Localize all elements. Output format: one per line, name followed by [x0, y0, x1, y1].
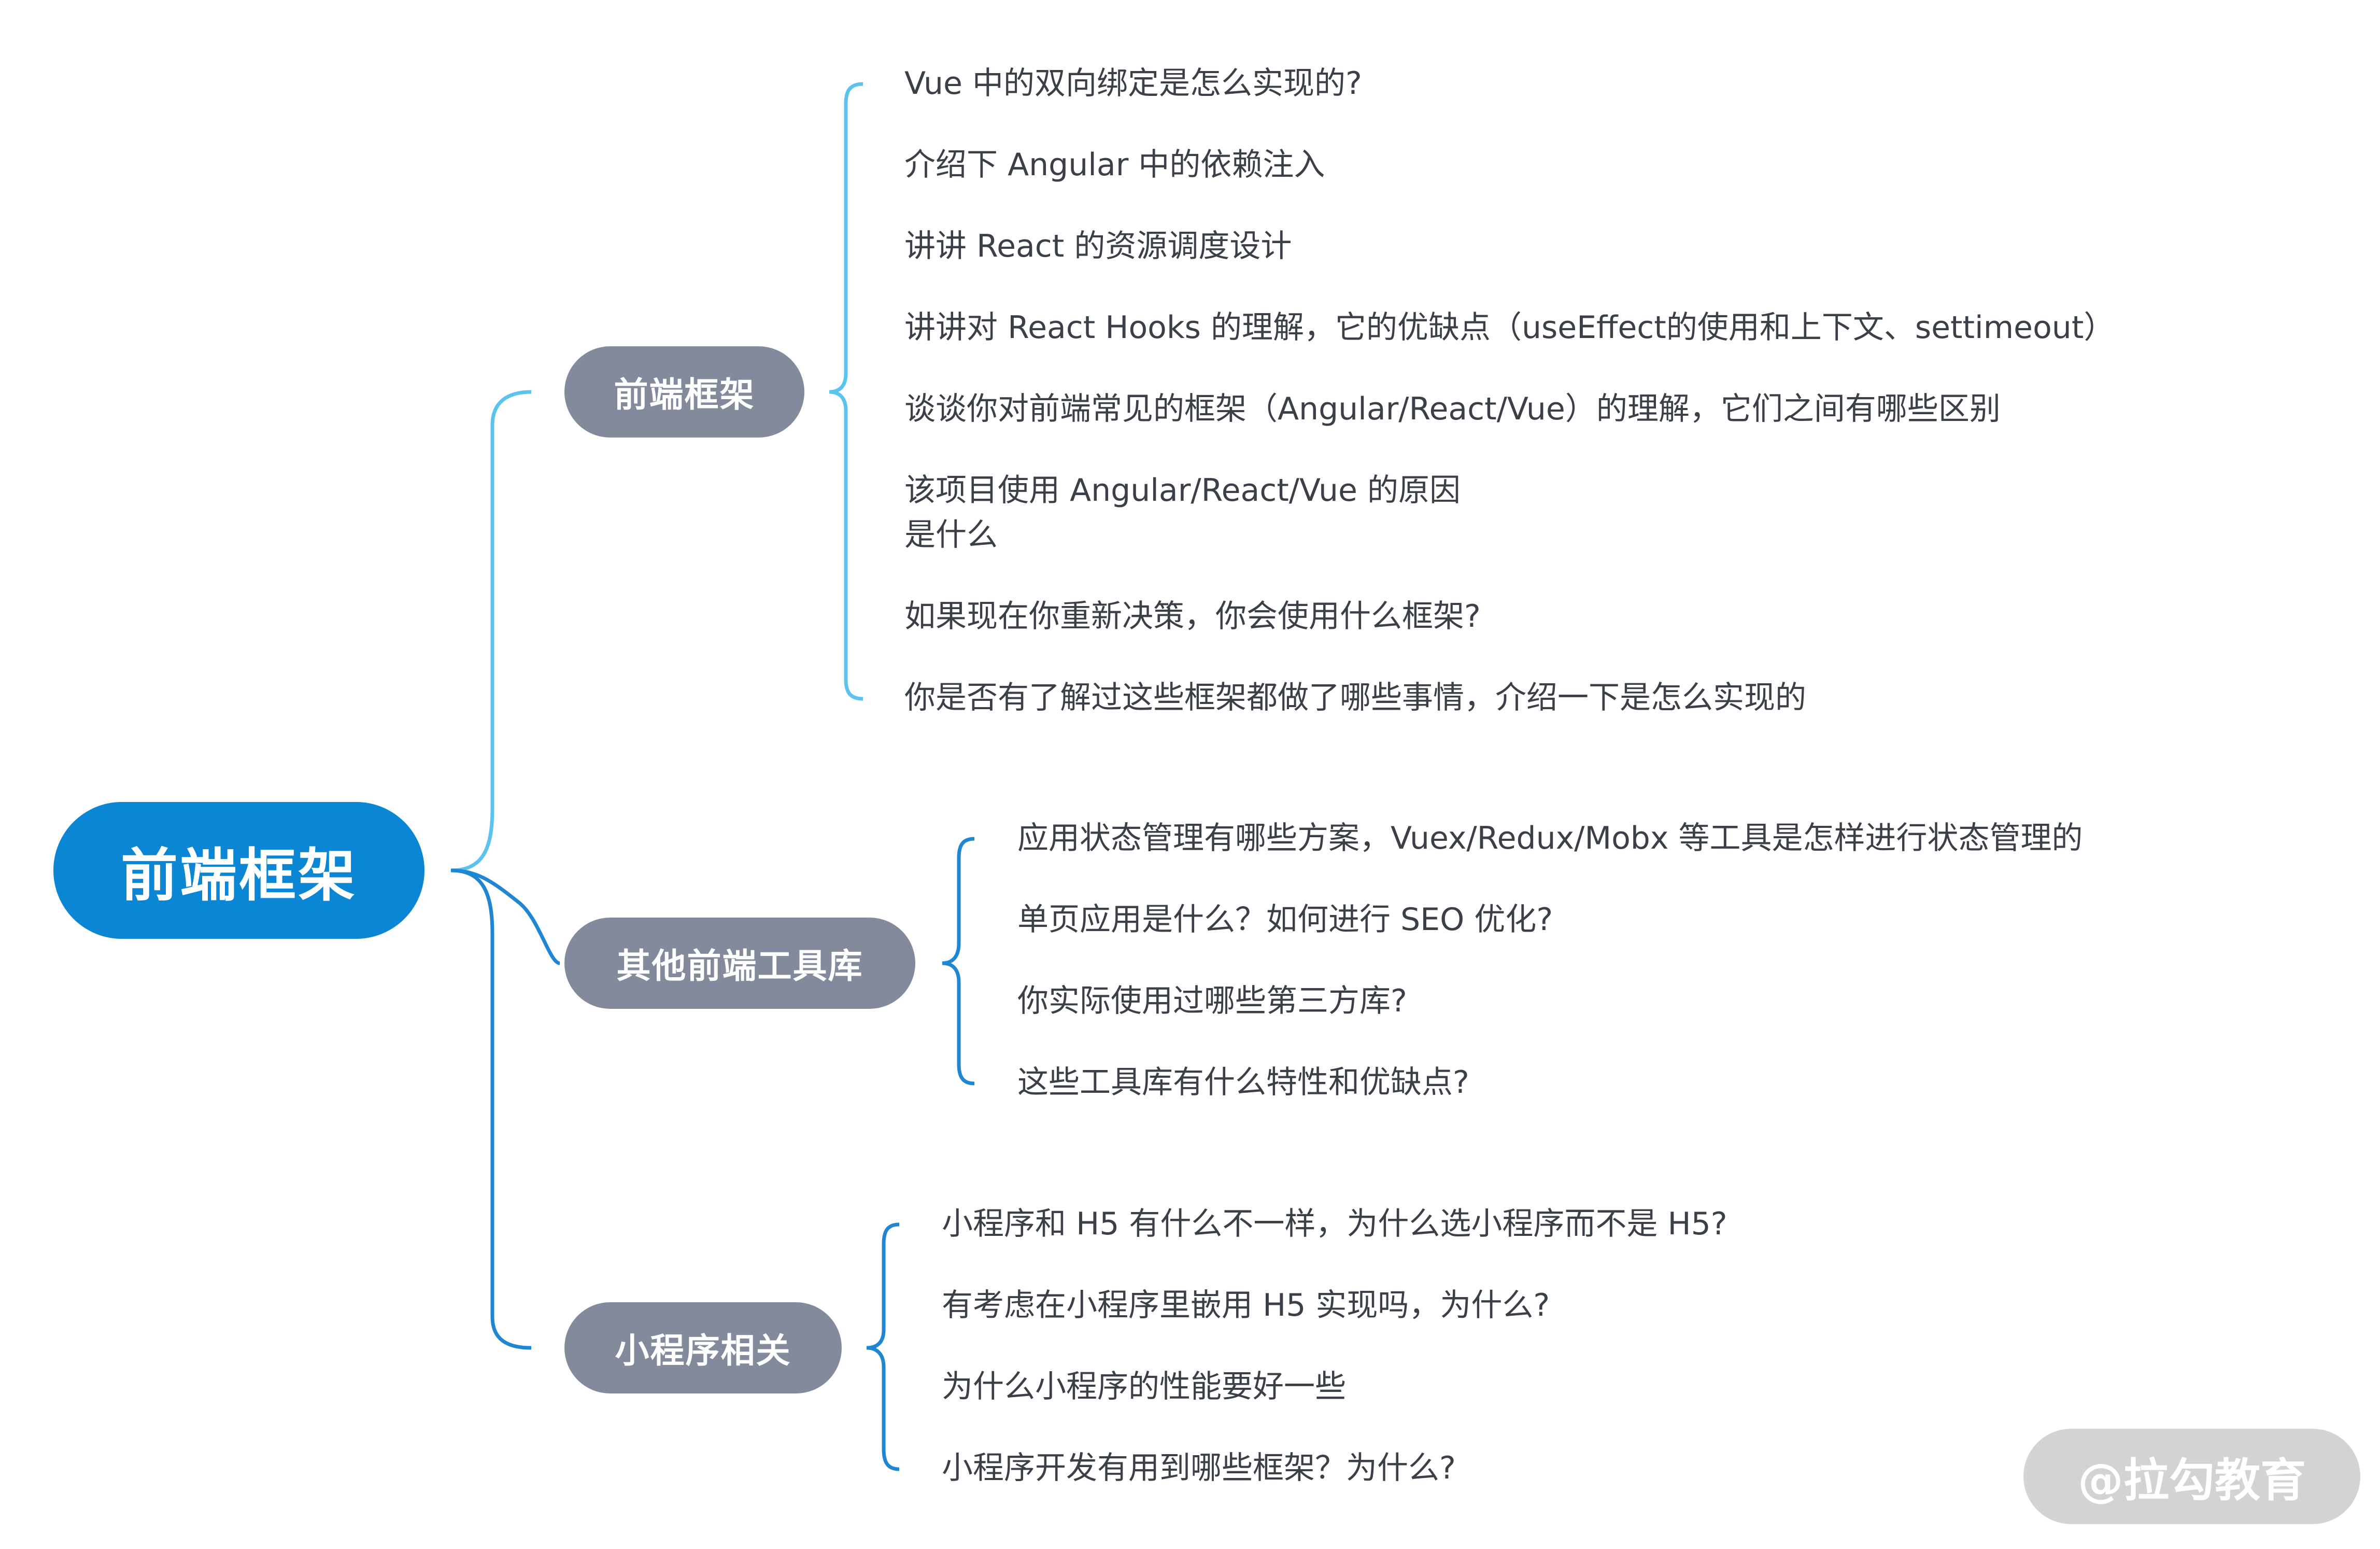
connector-root-branch-1 — [450, 390, 532, 872]
leaf-topic[interactable]: 讲讲 React 的资源调度设计 — [904, 228, 1292, 264]
leaf-topic[interactable]: 小程序和 H5 有什么不一样，为什么选小程序而不是 H5? — [942, 1206, 1727, 1242]
bracket-branch-2 — [942, 837, 975, 1086]
leaf-list-frontend-frameworks: Vue 中的双向绑定是怎么实现的? 介绍下 Angular 中的依赖注入 讲讲 … — [904, 61, 2115, 720]
bracket-branch-3 — [866, 1222, 900, 1471]
branch-other-frontend-libs[interactable]: 其他前端工具库 — [564, 918, 915, 1009]
leaf-topic[interactable]: 单页应用是什么？如何进行 SEO 优化? — [1017, 902, 1553, 938]
leaf-topic[interactable]: 该项目使用 Angular/React/Vue 的原因 是什么 — [904, 472, 1461, 553]
connector-root-branch-3 — [450, 868, 532, 1350]
leaf-topic[interactable]: 为什么小程序的性能要好一些 — [942, 1369, 1346, 1405]
leaf-topic[interactable]: 介绍下 Angular 中的依赖注入 — [904, 147, 1325, 183]
leaf-list-mini-programs: 小程序和 H5 有什么不一样，为什么选小程序而不是 H5? 有考虑在小程序里嵌用… — [942, 1202, 1727, 1490]
leaf-topic[interactable]: Vue 中的双向绑定是怎么实现的? — [904, 65, 1362, 102]
watermark-logo: @拉勾教育 — [2023, 1429, 2360, 1524]
leaf-list-other-frontend-libs: 应用状态管理有哪些方案，Vuex/Redux/Mobx 等工具是怎样进行状态管理… — [1017, 816, 2082, 1105]
leaf-topic[interactable]: 讲讲对 React Hooks 的理解，它的优缺点（useEffect的使用和上… — [904, 309, 2115, 346]
leaf-topic[interactable]: 谈谈你对前端常见的框架（Angular/React/Vue）的理解，它们之间有哪… — [904, 391, 2001, 427]
leaf-topic[interactable]: 这些工具库有什么特性和优缺点? — [1017, 1064, 1469, 1101]
leaf-topic[interactable]: 你实际使用过哪些第三方库? — [1017, 983, 1407, 1019]
branch-mini-programs[interactable]: 小程序相关 — [564, 1302, 842, 1393]
connector-root-branch-2 — [450, 868, 561, 965]
root-topic[interactable]: 前端框架 — [53, 802, 424, 939]
leaf-topic[interactable]: 有考虑在小程序里嵌用 H5 实现吗，为什么? — [942, 1287, 1550, 1323]
branch-frontend-frameworks[interactable]: 前端框架 — [564, 346, 804, 438]
leaf-topic[interactable]: 应用状态管理有哪些方案，Vuex/Redux/Mobx 等工具是怎样进行状态管理… — [1017, 820, 2083, 856]
bracket-branch-1 — [829, 82, 863, 701]
leaf-topic[interactable]: 你是否有了解过这些框架都做了哪些事情，介绍一下是怎么实现的 — [904, 680, 1806, 716]
leaf-topic[interactable]: 如果现在你重新决策，你会使用什么框架? — [904, 598, 1481, 635]
leaf-topic[interactable]: 小程序开发有用到哪些框架？为什么? — [942, 1450, 1456, 1486]
